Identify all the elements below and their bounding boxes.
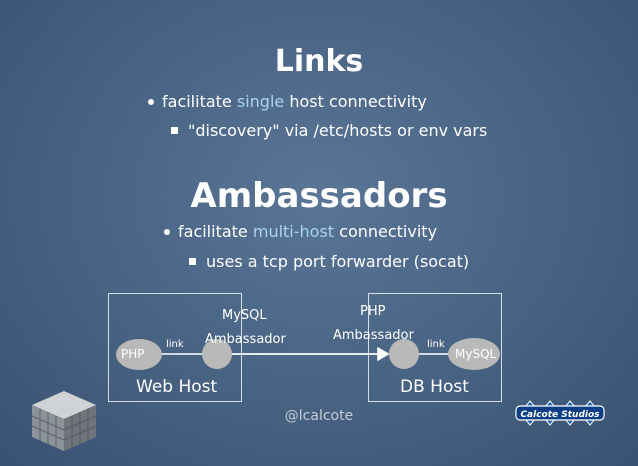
mysql-ambassador-label-line1: MySQL: [222, 308, 267, 323]
db-host-label: DB Host: [400, 377, 469, 397]
footer-handle: @lcalcote: [284, 408, 354, 424]
amb-bullet-highlight: multi-host: [252, 222, 335, 241]
php-ambassador-label-line1: PHP: [360, 304, 386, 319]
amb-bullet-text-pre: facilitate: [178, 222, 253, 241]
links-sub-bullet: "discovery" via /etc/hosts or env vars: [170, 121, 488, 140]
mysql-node-label: MySQL: [455, 347, 497, 361]
slide-title-links: Links: [274, 44, 364, 79]
web-host-label: Web Host: [136, 377, 218, 397]
svg-text:Calcote Studios: Calcote Studios: [520, 410, 600, 420]
slide-title-ambassadors: Ambassadors: [190, 176, 448, 216]
ambassadors-bullet: facilitate multi-host connectivity: [163, 222, 438, 241]
mysql-ambassador-node: [202, 339, 232, 369]
links-bullet-text-post: host connectivity: [284, 92, 427, 111]
mysql-container-node: [448, 338, 500, 370]
amb-bullet-text-post: connectivity: [334, 222, 438, 241]
calcote-studios-logo: Calcote Studios: [515, 400, 605, 426]
link-label-right: link: [427, 339, 445, 350]
cube-logo-icon: [31, 391, 97, 451]
links-bullet-text-pre: facilitate: [162, 92, 237, 111]
php-ambassador-label-line2: Ambassador: [333, 328, 414, 343]
link-label-left: link: [166, 339, 184, 350]
php-ambassador-node: [389, 339, 419, 369]
php-container-node: [116, 339, 162, 370]
links-bullet-highlight: single: [236, 92, 285, 111]
links-bullet: facilitate single host connectivity: [148, 92, 427, 111]
ambassadors-sub-bullet: uses a tcp port forwarder (socat): [188, 252, 470, 271]
php-node-label: PHP: [121, 347, 145, 361]
mysql-ambassador-label-line2: Ambassador: [205, 332, 286, 347]
